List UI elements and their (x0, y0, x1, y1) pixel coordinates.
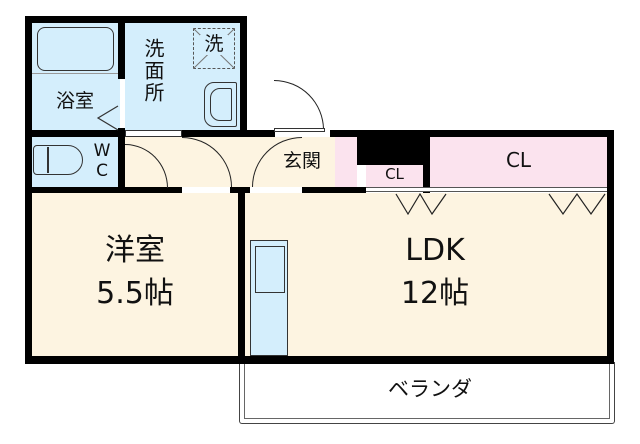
ldk-size: 12帖 (400, 276, 470, 311)
closet-small (366, 165, 423, 187)
bathtub-icon (37, 27, 114, 71)
wall-mid-horizontal-2 (182, 130, 275, 137)
wall-bottom (25, 356, 614, 364)
sink-basin (210, 88, 232, 121)
bath-door-icon[interactable] (96, 104, 120, 132)
front-door-sill (274, 128, 325, 132)
washer-space-icon (193, 28, 235, 69)
entrance-label: 玄関 (282, 150, 321, 172)
washroom-sliding-door[interactable] (125, 130, 182, 137)
wall-row-divider-3 (302, 187, 366, 193)
western-room-size: 5.5帖 (96, 276, 174, 311)
kitchen-sink (255, 246, 285, 293)
wall-bath-divider (118, 23, 125, 79)
wall-row-divider (25, 187, 182, 193)
balcony (239, 362, 615, 424)
wall-wash-right (240, 16, 247, 137)
wall-top-left (25, 16, 247, 23)
entrance-step (335, 137, 357, 187)
wall-right (607, 130, 614, 364)
washroom-label: 洗面所 (141, 38, 165, 104)
door-front[interactable] (274, 80, 324, 130)
washer-label: 洗 (200, 34, 228, 55)
wall-top-right (330, 130, 614, 137)
closet-rail (366, 187, 607, 192)
wall-bath-divider-low (118, 128, 125, 188)
closet-small-label: CL (385, 165, 404, 183)
kitchen-counter-icon (250, 240, 288, 356)
ldk-label: LDK (405, 233, 465, 268)
balcony-label: ベランダ (388, 377, 472, 401)
toilet-label-w: W (93, 141, 111, 161)
wall-room-divider (238, 187, 245, 362)
western-room-label: 洋室 (105, 233, 165, 268)
closet-large (430, 137, 607, 187)
wall-closet-divider (423, 137, 430, 193)
balcony-inner-line (244, 362, 610, 419)
ldk-floor (245, 193, 607, 356)
closet-folding-doors-icon[interactable] (394, 192, 609, 218)
toilet-tank (47, 147, 49, 173)
toilet-icon (33, 145, 83, 175)
sink-icon (204, 82, 237, 127)
wall-mid-horizontal (25, 130, 125, 137)
toilet-label-c: C (96, 161, 108, 181)
western-room-floor (32, 193, 238, 356)
bathroom-label: 浴室 (55, 90, 94, 112)
closet-large-label: CL (505, 148, 532, 172)
bathroom-floor (32, 23, 120, 130)
bath-divider-line (32, 73, 118, 74)
